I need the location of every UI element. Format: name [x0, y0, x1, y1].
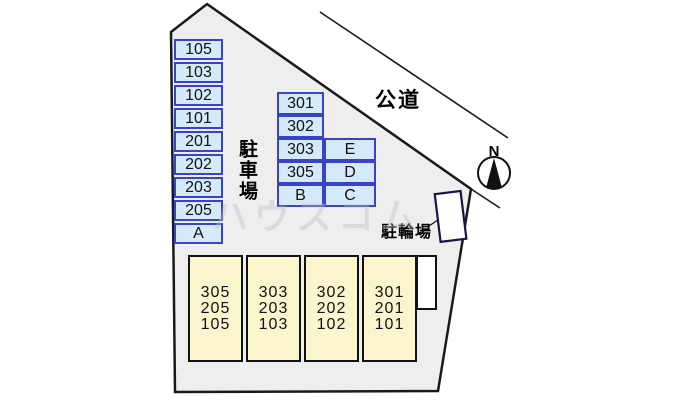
- parking-space-205: 205: [174, 200, 223, 221]
- unit-number: 105: [200, 315, 231, 333]
- unit-number: 103: [258, 315, 289, 333]
- parking-space-d: D: [324, 161, 376, 184]
- bicycle-parking-label: 駐輪場: [381, 224, 433, 241]
- parking-space-302: 302: [277, 115, 324, 138]
- unit-number: 302: [316, 283, 347, 301]
- unit-number: 102: [316, 315, 347, 333]
- parking-space-301: 301: [277, 92, 324, 115]
- bicycle-area: [428, 189, 468, 244]
- parking-space-105: 105: [174, 39, 223, 60]
- unit-number: 203: [258, 299, 289, 317]
- unit-number: 202: [316, 299, 347, 317]
- bicycle-area-rect: [433, 189, 468, 244]
- parking-space-101: 101: [174, 108, 223, 129]
- compass-needle-icon: [486, 158, 502, 188]
- unit-number: 101: [374, 315, 405, 333]
- parking-lot-label: 駐車場: [236, 139, 257, 202]
- parking-space-c: C: [324, 184, 376, 207]
- parking-space-103: 103: [174, 62, 223, 83]
- building-annex-rect: [416, 255, 437, 310]
- unit-number: 205: [200, 299, 231, 317]
- unit-number: 305: [200, 283, 231, 301]
- compass-n-label: N: [489, 143, 500, 160]
- parking-space-303: 303: [277, 138, 324, 161]
- parking-space-102: 102: [174, 85, 223, 106]
- compass: N: [477, 143, 511, 190]
- parking-space-203: 203: [174, 177, 223, 198]
- parking-space-305: 305: [277, 161, 324, 184]
- unit-number: 201: [374, 299, 405, 317]
- parking-space-202: 202: [174, 154, 223, 175]
- parking-space-a: A: [174, 223, 223, 244]
- road-outer-edge: [319, 11, 509, 139]
- parking-space-201: 201: [174, 131, 223, 152]
- unit-number: 301: [374, 283, 405, 301]
- road-edge-extension: [470, 188, 501, 209]
- parking-space-b: B: [277, 184, 324, 207]
- parking-space-e: E: [324, 138, 376, 161]
- public-road-label: 公道: [375, 89, 421, 112]
- unit-number: 303: [258, 283, 289, 301]
